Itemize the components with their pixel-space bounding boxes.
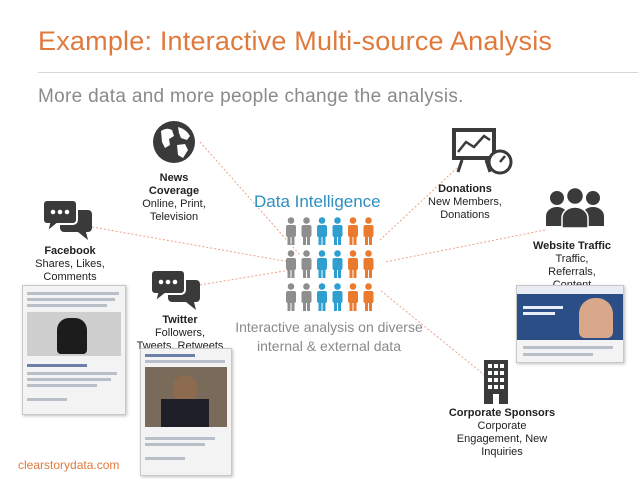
data-intelligence-title: Data Intelligence — [254, 192, 381, 211]
twitter-title: Twitter — [162, 314, 198, 326]
person-figure — [317, 250, 327, 278]
caption-line1: Interactive analysis on diverse — [235, 319, 423, 335]
facebook-detail-line1: Shares, Likes, — [35, 258, 105, 270]
sponsors-detail-line2: Engagement, New — [456, 433, 548, 445]
person-figure — [317, 217, 327, 245]
person-figure — [363, 250, 374, 278]
facebook-title: Facebook — [44, 245, 96, 257]
person-figure — [348, 250, 358, 278]
connector-news — [199, 141, 301, 256]
sponsors-title: Corporate Sponsors — [448, 407, 556, 419]
person-figure — [348, 217, 358, 245]
caption-line2: internal & external data — [257, 338, 401, 354]
news-detail-line1: Online, Print, — [142, 198, 206, 210]
facebook-detail-line2: Comments — [43, 271, 97, 283]
sponsors-detail-line1: Corporate — [477, 420, 527, 432]
facebook-post-thumbnail — [22, 285, 126, 415]
person-figure — [301, 217, 312, 245]
news-title-line2: Coverage — [148, 185, 200, 197]
person-figure — [286, 217, 296, 245]
person-figure — [332, 250, 343, 278]
chart-board-icon — [452, 128, 513, 175]
person-figure — [363, 217, 374, 245]
donations-title: Donations — [438, 183, 492, 195]
person-figure — [286, 250, 296, 278]
connector-website — [384, 229, 546, 263]
sponsors-detail-line3: Inquiries — [481, 446, 523, 458]
donations-detail-line2: Donations — [440, 209, 490, 221]
title-divider — [38, 72, 638, 73]
twitter-detail-line1: Followers, — [154, 327, 206, 339]
person-figure — [317, 283, 327, 311]
donations-detail-line1: New Members, — [428, 196, 502, 208]
person-figure — [363, 283, 374, 311]
website-title: Website Traffic — [532, 240, 612, 252]
data-intelligence-caption: Interactive analysis on diverse internal… — [214, 318, 444, 356]
speech-bubbles-icon — [150, 269, 200, 310]
globe-icon — [153, 121, 195, 163]
speech-bubbles-icon — [42, 199, 92, 240]
corporate-sponsors-label: Corporate Sponsors Corporate Engagement,… — [446, 407, 558, 459]
website-thumbnail — [516, 285, 624, 363]
news-detail-line2: Television — [149, 211, 199, 223]
office-building-icon — [484, 360, 508, 404]
website-detail-line1: Traffic, — [555, 253, 589, 265]
person-figure — [286, 283, 296, 311]
connector-sponsors — [379, 289, 489, 379]
news-title-line1: News — [159, 172, 189, 184]
person-figure — [301, 283, 312, 311]
person-figure — [332, 217, 343, 245]
people-group-icon — [546, 186, 604, 228]
person-figure — [348, 283, 358, 311]
connector-twitter — [199, 269, 291, 286]
donations-label: Donations New Members, Donations — [420, 183, 510, 222]
twitter-post-thumbnail — [140, 348, 232, 476]
footer-site-link[interactable]: clearstorydata.com — [18, 458, 120, 472]
connector-facebook — [91, 226, 291, 263]
page-subtitle: More data and more people change the ana… — [38, 86, 464, 107]
website-detail-line2: Referrals, — [548, 266, 596, 278]
person-figure — [301, 250, 312, 278]
person-figure — [332, 283, 343, 311]
people-grid-icon — [286, 217, 374, 311]
news-coverage-label: News Coverage Online, Print, Television — [136, 172, 212, 224]
facebook-label: Facebook Shares, Likes, Comments — [30, 245, 110, 284]
page-title: Example: Interactive Multi-source Analys… — [38, 26, 553, 56]
